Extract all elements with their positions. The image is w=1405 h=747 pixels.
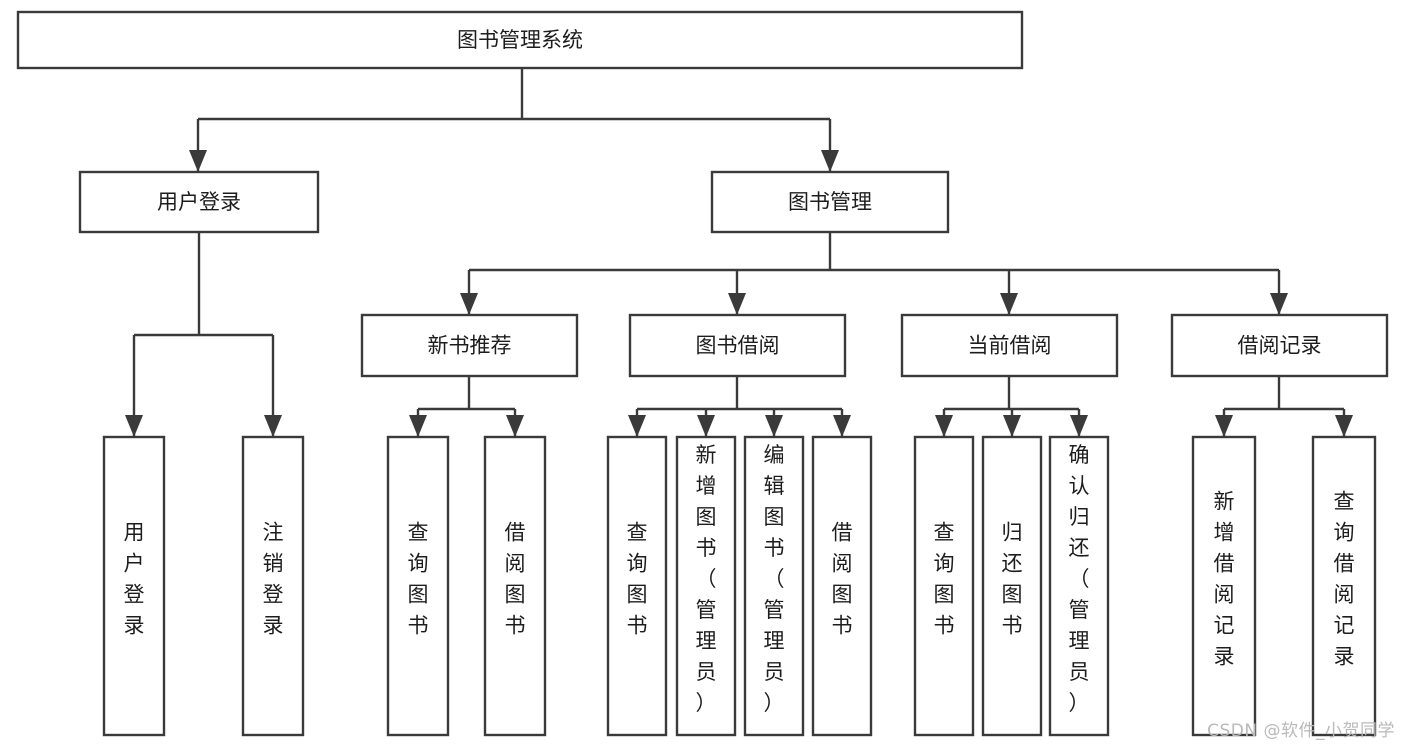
arrow-icon-bus-book-management-0: [460, 293, 478, 315]
node-box-book-borrow[interactable]: [628, 313, 847, 378]
node-box-borrow-records[interactable]: [1170, 313, 1389, 378]
connector-group-bus-root: [189, 68, 839, 172]
leaf-node-leaf-user-login[interactable]: 用户登录: [102, 435, 166, 737]
arrow-icon-bus-new-book-1: [506, 415, 524, 437]
node-label-book-borrow: 图书借阅: [696, 334, 780, 358]
arrow-icon-bus-current-borrow-0: [935, 415, 953, 437]
arrow-icon-bus-book-management-2: [1000, 293, 1018, 315]
arrow-icon-bus-book-management-3: [1270, 293, 1288, 315]
arrow-icon-bus-user-login-0: [125, 415, 143, 437]
level2-node-borrow-records[interactable]: 借阅记录: [1170, 313, 1389, 378]
connector-group-bus-user-login: [125, 232, 282, 437]
node-label-leaf-query-book-2: 查询图书: [627, 521, 648, 638]
node-label-leaf-borrow-book-2: 借阅图书: [832, 521, 853, 638]
node-label-leaf-borrow-book-1: 借阅图书: [505, 521, 526, 638]
node-box-leaf-borrow-book-1[interactable]: [483, 435, 547, 737]
node-label-book-management: 图书管理: [788, 190, 872, 214]
connector-group-bus-current-borrow: [935, 376, 1088, 437]
arrow-icon-bus-book-borrow-2: [765, 415, 783, 437]
connector-layer: [125, 68, 1353, 437]
node-box-leaf-confirm-return[interactable]: [1048, 435, 1110, 737]
node-label-leaf-query-book-3: 查询图书: [934, 521, 955, 638]
node-label-leaf-return-book: 归还图书: [1002, 521, 1023, 638]
arrow-icon-bus-current-borrow-1: [1003, 415, 1021, 437]
node-box-leaf-borrow-book-2[interactable]: [811, 435, 873, 737]
node-box-leaf-user-logout[interactable]: [241, 435, 305, 737]
leaf-node-leaf-user-logout[interactable]: 注销登录: [241, 435, 305, 737]
node-box-leaf-add-book-admin[interactable]: [675, 435, 737, 737]
node-box-leaf-edit-book-admin[interactable]: [743, 435, 805, 737]
arrow-icon-bus-book-management-1: [728, 293, 746, 315]
node-label-leaf-query-book-1: 查询图书: [408, 521, 429, 638]
arrow-icon-bus-current-borrow-2: [1070, 415, 1088, 437]
arrow-icon-bus-book-borrow-0: [628, 415, 646, 437]
leaf-node-leaf-query-book-2[interactable]: 查询图书: [606, 435, 668, 737]
leaf-node-leaf-edit-book-admin[interactable]: 编辑图书（管理员）: [743, 435, 805, 737]
leaf-node-leaf-borrow-book-1[interactable]: 借阅图书: [483, 435, 547, 737]
arrow-icon-bus-book-borrow-3: [833, 415, 851, 437]
node-label-leaf-user-logout: 注销登录: [263, 521, 284, 638]
node-label-leaf-user-login: 用户登录: [124, 521, 145, 638]
node-box-book-management[interactable]: [710, 170, 950, 234]
level2-node-new-book-recommend[interactable]: 新书推荐: [360, 313, 579, 378]
connector-group-bus-book-management: [460, 232, 1288, 315]
leaf-node-leaf-add-book-admin[interactable]: 新增图书（管理员）: [675, 435, 737, 737]
node-label-leaf-confirm-return: 确认归还（管理员）: [1069, 443, 1090, 715]
leaf-node-leaf-query-borrow-record[interactable]: 查询借阅记录: [1311, 435, 1377, 737]
node-label-user-login: 用户登录: [157, 190, 241, 214]
node-box-leaf-query-book-2[interactable]: [606, 435, 668, 737]
level2-node-current-borrow[interactable]: 当前借阅: [900, 313, 1119, 378]
arrow-icon-bus-book-borrow-1: [697, 415, 715, 437]
leaf-node-leaf-borrow-book-2[interactable]: 借阅图书: [811, 435, 873, 737]
node-label-new-book-recommend: 新书推荐: [428, 334, 512, 358]
connector-group-bus-new-book: [409, 376, 524, 437]
node-label-leaf-add-book-admin: 新增图书（管理员）: [696, 443, 717, 715]
node-box-user-login[interactable]: [78, 170, 320, 234]
arrow-icon-bus-borrow-records-0: [1215, 415, 1233, 437]
leaf-node-leaf-return-book[interactable]: 归还图书: [981, 435, 1043, 737]
leaf-node-leaf-query-book-1[interactable]: 查询图书: [386, 435, 450, 737]
node-box-leaf-query-book-1[interactable]: [386, 435, 450, 737]
node-box-new-book-recommend[interactable]: [360, 313, 579, 378]
node-label-leaf-query-borrow-record: 查询借阅记录: [1334, 490, 1355, 669]
node-label-leaf-edit-book-admin: 编辑图书（管理员）: [764, 443, 785, 715]
node-box-leaf-add-borrow-record[interactable]: [1191, 435, 1257, 737]
node-label-current-borrow: 当前借阅: [968, 334, 1052, 358]
arrow-icon-bus-borrow-records-1: [1335, 415, 1353, 437]
node-label-root: 图书管理系统: [457, 28, 583, 52]
node-label-leaf-add-borrow-record: 新增借阅记录: [1214, 490, 1235, 669]
arrow-icon-bus-new-book-0: [409, 415, 427, 437]
node-box-leaf-query-borrow-record[interactable]: [1311, 435, 1377, 737]
watermark-label: CSDN @软件_小贺同学: [1207, 721, 1395, 741]
node-box-leaf-user-login[interactable]: [102, 435, 166, 737]
level1-node-user-login[interactable]: 用户登录: [78, 170, 320, 234]
connector-group-bus-book-borrow: [628, 376, 851, 437]
node-box-leaf-return-book[interactable]: [981, 435, 1043, 737]
arrow-icon-bus-user-login-1: [264, 415, 282, 437]
node-label-borrow-records: 借阅记录: [1238, 334, 1322, 358]
level1-node-book-management[interactable]: 图书管理: [710, 170, 950, 234]
arrow-icon-bus-root-1: [821, 150, 839, 172]
level2-node-book-borrow[interactable]: 图书借阅: [628, 313, 847, 378]
leaf-node-leaf-query-book-3[interactable]: 查询图书: [913, 435, 975, 737]
leaf-node-leaf-add-borrow-record[interactable]: 新增借阅记录: [1191, 435, 1257, 737]
root-node-root[interactable]: 图书管理系统: [16, 10, 1024, 70]
node-layer: 图书管理系统用户登录图书管理新书推荐图书借阅当前借阅借阅记录用户登录注销登录查询…: [16, 10, 1389, 737]
node-box-current-borrow[interactable]: [900, 313, 1119, 378]
node-box-leaf-query-book-3[interactable]: [913, 435, 975, 737]
arrow-icon-bus-root-0: [189, 150, 207, 172]
node-box-root[interactable]: [16, 10, 1024, 70]
leaf-node-leaf-confirm-return[interactable]: 确认归还（管理员）: [1048, 435, 1110, 737]
connector-group-bus-borrow-records: [1215, 376, 1353, 437]
